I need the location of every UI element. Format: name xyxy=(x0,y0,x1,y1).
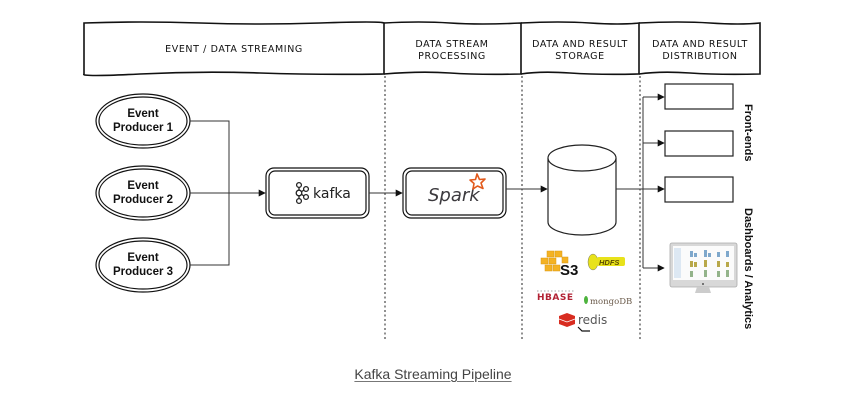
frontend-box-3 xyxy=(664,176,734,203)
dashboard-monitor-icon xyxy=(669,242,738,293)
s3-label: S3 xyxy=(560,262,578,279)
spark-node: Spark xyxy=(402,167,507,219)
database-cylinder-icon xyxy=(547,144,617,236)
redis-label: redis xyxy=(578,313,607,327)
spark-label: Spark xyxy=(428,185,481,206)
mongodb-logo: mongoDB xyxy=(584,296,632,307)
header-row xyxy=(83,21,761,77)
spark-star-icon xyxy=(469,173,486,190)
header-cell-storage xyxy=(520,21,640,76)
producer-2-line2: Producer 2 xyxy=(113,194,173,206)
producer-1-line2: Producer 1 xyxy=(113,122,174,134)
producer-3-line2: Producer 3 xyxy=(113,266,173,278)
header-label-storage-line1: DATA AND RESULT xyxy=(532,39,628,50)
producer-2-line1: Event xyxy=(127,180,158,192)
hbase-logo: HBASE xyxy=(537,290,575,303)
header-label-distribution-line1: DATA AND RESULT xyxy=(652,39,748,50)
kafka-logo-icon xyxy=(295,181,310,205)
hdfs-logo: HDFS xyxy=(587,253,625,271)
frontends-label: Front-ends xyxy=(742,104,754,161)
header-cell-stream-processing xyxy=(383,21,522,76)
redis-logo: redis xyxy=(558,313,607,332)
frontend-box-1 xyxy=(664,83,734,110)
caption-link[interactable]: Kafka Streaming Pipeline xyxy=(354,366,512,382)
header-cell-distribution xyxy=(638,21,761,76)
header-label-processing-line1: DATA STREAM xyxy=(415,39,488,50)
producer-1-line1: Event xyxy=(127,108,158,120)
mongodb-label: mongoDB xyxy=(590,297,632,307)
header-label-distribution-line2: DISTRIBUTION xyxy=(662,51,737,62)
event-producer-3: Event Producer 3 xyxy=(95,237,191,293)
distribution-connectors xyxy=(616,93,665,272)
caption: Kafka Streaming Pipeline xyxy=(0,366,866,384)
hbase-label: HBASE xyxy=(537,293,574,303)
frontend-box-2 xyxy=(664,130,734,157)
header-label-event-streaming: EVENT / DATA STREAMING xyxy=(165,44,303,55)
kafka-node: kafka xyxy=(265,167,370,219)
hdfs-label: HDFS xyxy=(599,258,619,267)
producer-3-line1: Event xyxy=(127,252,158,264)
s3-logo: S3 xyxy=(540,250,578,279)
header-label-processing-line2: PROCESSING xyxy=(418,51,486,62)
kafka-label: kafka xyxy=(313,186,351,202)
event-producer-1: Event Producer 1 xyxy=(95,93,191,149)
producer-connectors xyxy=(190,120,266,266)
event-producer-2: Event Producer 2 xyxy=(95,165,191,221)
header-label-storage-line2: STORAGE xyxy=(555,51,604,62)
dashboards-label: Dashboards / Analytics xyxy=(742,208,754,329)
column-separators xyxy=(384,76,641,340)
